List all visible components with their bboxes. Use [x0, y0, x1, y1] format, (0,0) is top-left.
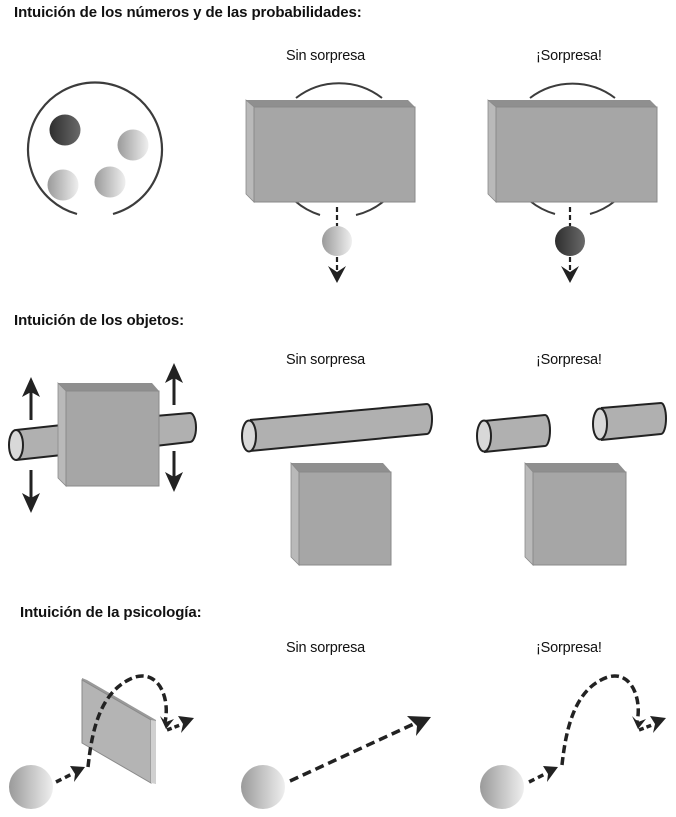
- dark-ball: [555, 226, 585, 256]
- section-heading-psychology: Intuición de la psicología:: [20, 604, 202, 621]
- occluder-box: [253, 106, 416, 203]
- box: [532, 471, 627, 566]
- occluded-urn-surprise: [487, 82, 658, 283]
- rod-edge: [15, 424, 63, 431]
- occluder-box: [495, 106, 658, 203]
- rod-end: [660, 402, 667, 435]
- box: [298, 471, 392, 566]
- arrow-head-icon: [543, 766, 558, 782]
- rod-segment: [16, 425, 62, 460]
- rod-end: [8, 429, 24, 461]
- rod-piece: [601, 403, 661, 440]
- arrow-head-down: [561, 266, 579, 283]
- occluder-box-side: [487, 99, 497, 203]
- urn-outline: [355, 200, 385, 216]
- panel-label-surprise: ¡Sorpresa!: [536, 352, 602, 368]
- panel-label-surprise: ¡Sorpresa!: [536, 48, 602, 64]
- dashed-path: [166, 723, 181, 732]
- arrow-up-icon: [22, 377, 40, 397]
- rod-edge: [154, 441, 191, 447]
- urn-panel: [26, 81, 164, 216]
- light-ball: [47, 169, 79, 201]
- wall-edge: [151, 720, 156, 784]
- section-heading-numbers: Intuición de los números y de las probab…: [14, 4, 362, 21]
- no-wall-jump-panel: [480, 674, 666, 809]
- rod-behind-box-panel: [8, 363, 197, 513]
- box-top: [291, 463, 391, 472]
- occluder-box-top: [488, 100, 657, 107]
- urn-outline: [26, 81, 164, 216]
- urn-outline: [529, 82, 616, 99]
- single-rod-panel: [241, 403, 433, 566]
- rod-edge: [249, 403, 428, 421]
- wall: [81, 679, 152, 784]
- section-heading-objects: Intuición de los objetos:: [14, 312, 185, 329]
- panel-label-no-surprise: Sin sorpresa: [286, 352, 365, 368]
- box-top: [525, 463, 626, 472]
- box-side: [290, 461, 300, 566]
- box: [65, 390, 160, 487]
- dashed-path: [638, 723, 653, 732]
- rod-edge: [249, 433, 428, 452]
- split-rod-panel: [476, 402, 667, 566]
- urn-outline: [589, 200, 616, 215]
- rod-end: [426, 403, 433, 435]
- rod-end: [189, 412, 197, 443]
- agent-ball: [241, 765, 285, 809]
- urn-outline: [529, 200, 556, 215]
- light-ball: [117, 129, 149, 161]
- urn-outline: [294, 200, 321, 216]
- arrow-head-icon: [650, 716, 666, 733]
- arrow-head-icon: [160, 716, 174, 729]
- dashed-path: [528, 772, 546, 784]
- rod-segment: [155, 413, 190, 446]
- rod-edge: [600, 433, 662, 441]
- arrow-head-icon: [407, 716, 431, 736]
- rod-edge: [15, 454, 63, 461]
- dashed-path: [289, 720, 419, 783]
- rod-end: [544, 414, 551, 447]
- rod-edge: [483, 445, 546, 453]
- panel-label-no-surprise: Sin sorpresa: [286, 640, 365, 656]
- urn-outline: [295, 82, 383, 99]
- light-ball: [94, 166, 126, 198]
- arrow-up-icon: [165, 363, 183, 383]
- arrow-head-down: [328, 266, 346, 283]
- occluder-box-top: [246, 100, 415, 107]
- occluded-urn-no-surprise: [245, 82, 416, 283]
- straight-path-panel: [241, 716, 431, 809]
- panel-label-surprise: ¡Sorpresa!: [536, 640, 602, 656]
- box-side: [57, 382, 67, 487]
- rod-end: [241, 419, 257, 453]
- rod-edge: [483, 414, 546, 422]
- arrow-head-icon: [178, 716, 194, 733]
- rod-piece: [484, 415, 545, 452]
- arrow-down-icon: [165, 472, 183, 492]
- occluder-box-side: [245, 99, 255, 203]
- arrow-head-icon: [632, 716, 646, 729]
- jump-trajectory: [86, 674, 168, 768]
- rod-edge: [600, 402, 662, 409]
- arrow-down-icon: [22, 493, 40, 513]
- arrow-head-icon: [70, 766, 85, 782]
- rod-edge: [154, 412, 191, 417]
- rod-end: [476, 419, 492, 453]
- light-ball: [322, 226, 352, 256]
- box-top: [58, 383, 159, 391]
- rod-end: [592, 407, 608, 441]
- agent-ball: [480, 765, 524, 809]
- wall-jump-panel: [9, 674, 194, 809]
- box-side: [524, 461, 534, 566]
- panel-label-no-surprise: Sin sorpresa: [286, 48, 365, 64]
- dashed-path: [55, 772, 73, 784]
- agent-ball: [9, 765, 53, 809]
- rod: [250, 404, 427, 451]
- dark-ball: [49, 114, 81, 146]
- jump-trajectory: [560, 674, 640, 766]
